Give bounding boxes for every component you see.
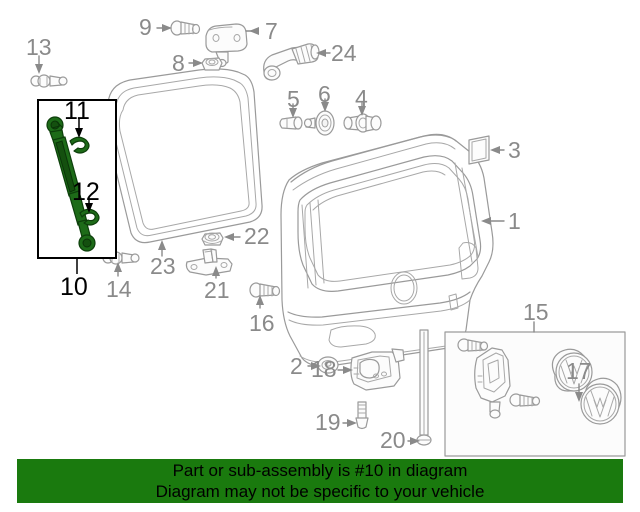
callout-22: 22 bbox=[244, 223, 270, 249]
part-22-illustration bbox=[201, 232, 224, 246]
part-20-illustration bbox=[416, 329, 432, 446]
clip-12-green bbox=[79, 208, 100, 226]
callout-3: 3 bbox=[508, 137, 521, 163]
callout-14: 14 bbox=[106, 276, 132, 302]
callout-2: 2 bbox=[290, 353, 303, 379]
callout-8: 8 bbox=[172, 50, 185, 76]
callout-16: 16 bbox=[249, 310, 275, 336]
notice-banner: Part or sub-assembly is #10 in diagram D… bbox=[17, 459, 623, 503]
part-3-illustration bbox=[468, 135, 490, 165]
notice-line-2: Diagram may not be specific to your vehi… bbox=[155, 482, 485, 501]
part-13-illustration bbox=[30, 74, 68, 88]
vw-emblem-left bbox=[551, 348, 593, 392]
part-16-illustration bbox=[249, 282, 281, 298]
part-5-illustration bbox=[279, 116, 303, 130]
callout-20: 20 bbox=[380, 427, 406, 453]
callout-24: 24 bbox=[331, 40, 357, 66]
part-6-illustration bbox=[303, 110, 335, 136]
callout-18: 18 bbox=[311, 356, 337, 382]
callout-7: 7 bbox=[265, 18, 278, 44]
highlight-box-part-10 bbox=[37, 99, 117, 274]
part-4-illustration bbox=[343, 113, 382, 133]
clip-11-green bbox=[69, 136, 90, 154]
part-18-illustration bbox=[350, 348, 405, 391]
callout-6: 6 bbox=[318, 81, 331, 107]
liftgate-panel-outline bbox=[280, 133, 494, 367]
callout-5: 5 bbox=[287, 86, 300, 112]
callout-21: 21 bbox=[204, 277, 230, 303]
callout-15: 15 bbox=[523, 299, 549, 325]
callout-11: 11 bbox=[64, 97, 90, 125]
gas-strut-green bbox=[46, 116, 96, 252]
callout-1: 1 bbox=[508, 208, 521, 234]
callout-4: 4 bbox=[355, 85, 368, 111]
callout-13: 13 bbox=[26, 34, 52, 60]
notice-line-1: Part or sub-assembly is #10 in diagram bbox=[172, 461, 468, 480]
part-9-illustration bbox=[170, 20, 201, 36]
part-7-illustration bbox=[205, 23, 248, 68]
callout-23: 23 bbox=[150, 253, 176, 279]
part-21-illustration bbox=[185, 248, 233, 276]
callout-12: 12 bbox=[72, 178, 100, 206]
part-8-illustration bbox=[201, 57, 223, 71]
callout-17: 17 bbox=[566, 358, 592, 384]
part-24-illustration bbox=[263, 43, 320, 81]
vw-emblem-right bbox=[580, 377, 622, 425]
callout-10: 10 bbox=[60, 273, 88, 301]
part-19-illustration bbox=[355, 401, 369, 430]
inset-box-15 bbox=[444, 321, 626, 457]
callout-arrows bbox=[35, 24, 505, 445]
callout-19: 19 bbox=[315, 409, 341, 435]
callout-9: 9 bbox=[139, 14, 152, 40]
weatherstrip-seal-outline bbox=[104, 68, 263, 244]
